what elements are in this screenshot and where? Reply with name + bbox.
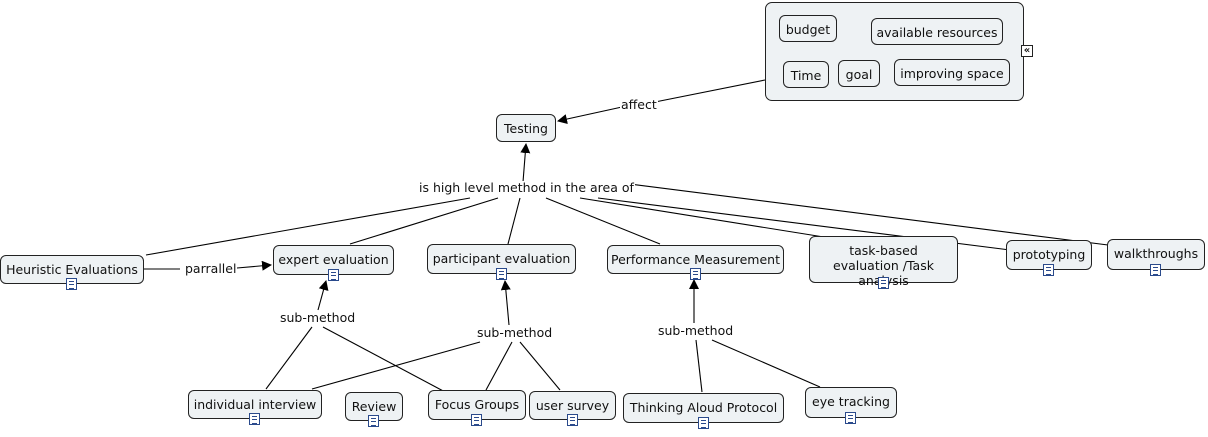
- node-label: eye tracking: [812, 394, 890, 409]
- collapse-group-icon[interactable]: «: [1021, 45, 1033, 57]
- link-label-sub-method-performance: sub-method: [657, 323, 735, 338]
- node-eye-tracking[interactable]: eye tracking: [805, 387, 897, 424]
- node-task-based-evaluation[interactable]: task-based evaluation /Task analysis: [809, 236, 958, 289]
- node-user-survey[interactable]: user survey: [529, 391, 616, 426]
- link-method-participant: [507, 197, 521, 245]
- document-icon[interactable]: [566, 414, 578, 426]
- link-submethod-expert: [317, 280, 329, 311]
- link-submethod-participant: [500, 280, 511, 326]
- link-heuristic-method: [145, 197, 471, 256]
- link-method-performance: [545, 197, 661, 245]
- link-affect-testing: [557, 106, 623, 124]
- node-available-resources[interactable]: available resources: [871, 18, 1003, 45]
- node-participant-evaluation[interactable]: participant evaluation: [427, 244, 576, 280]
- node-expert-evaluation[interactable]: expert evaluation: [273, 245, 394, 281]
- link-label-sub-method-participant: sub-method: [476, 325, 554, 340]
- node-label: budget: [785, 22, 831, 37]
- node-label: expert evaluation: [278, 252, 389, 267]
- node-label: improving space: [900, 66, 1004, 81]
- node-label: walkthroughs: [1113, 246, 1199, 261]
- document-icon[interactable]: [877, 277, 889, 289]
- node-label: Testing: [504, 121, 548, 136]
- link-thinking-submethod-performance: [695, 339, 703, 393]
- node-prototyping[interactable]: prototyping: [1006, 240, 1092, 276]
- document-icon[interactable]: [368, 415, 379, 427]
- node-label: user survey: [535, 398, 610, 413]
- node-label: goal: [845, 67, 873, 82]
- document-icon[interactable]: [66, 278, 77, 290]
- node-goal[interactable]: goal: [838, 60, 880, 87]
- node-walkthroughs[interactable]: walkthroughs: [1107, 239, 1205, 276]
- link-interview-submethod-expert: [265, 326, 313, 390]
- document-icon[interactable]: [697, 417, 709, 429]
- node-heuristic-evaluations[interactable]: Heuristic Evaluations: [0, 255, 144, 290]
- link-label-sub-method-expert: sub-method: [279, 310, 357, 325]
- node-testing[interactable]: Testing: [496, 114, 556, 142]
- link-eyetracking-submethod-performance: [711, 339, 821, 388]
- document-icon[interactable]: [495, 268, 507, 280]
- link-label-affect: affect: [620, 97, 658, 112]
- document-icon[interactable]: [249, 413, 260, 425]
- document-icon[interactable]: [1043, 264, 1054, 276]
- link-group-affect: [649, 79, 766, 104]
- node-label: participant evaluation: [432, 251, 571, 266]
- link-parrallel-expert: [236, 260, 272, 271]
- document-icon[interactable]: [1150, 264, 1161, 276]
- link-survey-submethod-participant: [519, 341, 561, 391]
- node-label: Performance Measurement: [610, 252, 780, 267]
- link-method-walkthroughs: [629, 183, 1109, 246]
- node-label: available resources: [876, 25, 998, 40]
- node-time[interactable]: Time: [783, 61, 829, 88]
- link-method-expert: [349, 197, 499, 245]
- node-individual-interview[interactable]: individual interview: [188, 390, 322, 425]
- link-method-testing: [520, 143, 531, 183]
- node-improving-space[interactable]: improving space: [894, 59, 1010, 86]
- link-method-taskbased: [579, 197, 831, 239]
- node-label: individual interview: [193, 397, 317, 412]
- link-label-parrallel: parrallel: [184, 261, 238, 276]
- node-label: prototyping: [1012, 247, 1086, 262]
- node-thinking-aloud-protocol[interactable]: Thinking Aloud Protocol: [623, 393, 784, 429]
- link-interview-submethod-participant: [311, 341, 481, 390]
- node-label: Review: [351, 399, 397, 414]
- node-label: Thinking Aloud Protocol: [629, 400, 778, 415]
- node-performance-measurement[interactable]: Performance Measurement: [607, 245, 784, 280]
- document-icon[interactable]: [689, 268, 701, 280]
- node-label: Focus Groups: [434, 397, 520, 412]
- node-focus-groups[interactable]: Focus Groups: [428, 390, 526, 426]
- link-focus-submethod-participant: [485, 341, 513, 391]
- document-icon[interactable]: [327, 269, 339, 281]
- document-icon[interactable]: [471, 414, 482, 426]
- document-icon[interactable]: [845, 412, 856, 424]
- node-budget[interactable]: budget: [779, 15, 837, 42]
- node-label: Heuristic Evaluations: [6, 262, 138, 277]
- node-label: Time: [790, 68, 822, 83]
- link-label-is-high-level-method: is high level method in the area of: [418, 180, 635, 195]
- link-focus-submethod-expert: [322, 326, 448, 394]
- node-review[interactable]: Review: [345, 392, 403, 427]
